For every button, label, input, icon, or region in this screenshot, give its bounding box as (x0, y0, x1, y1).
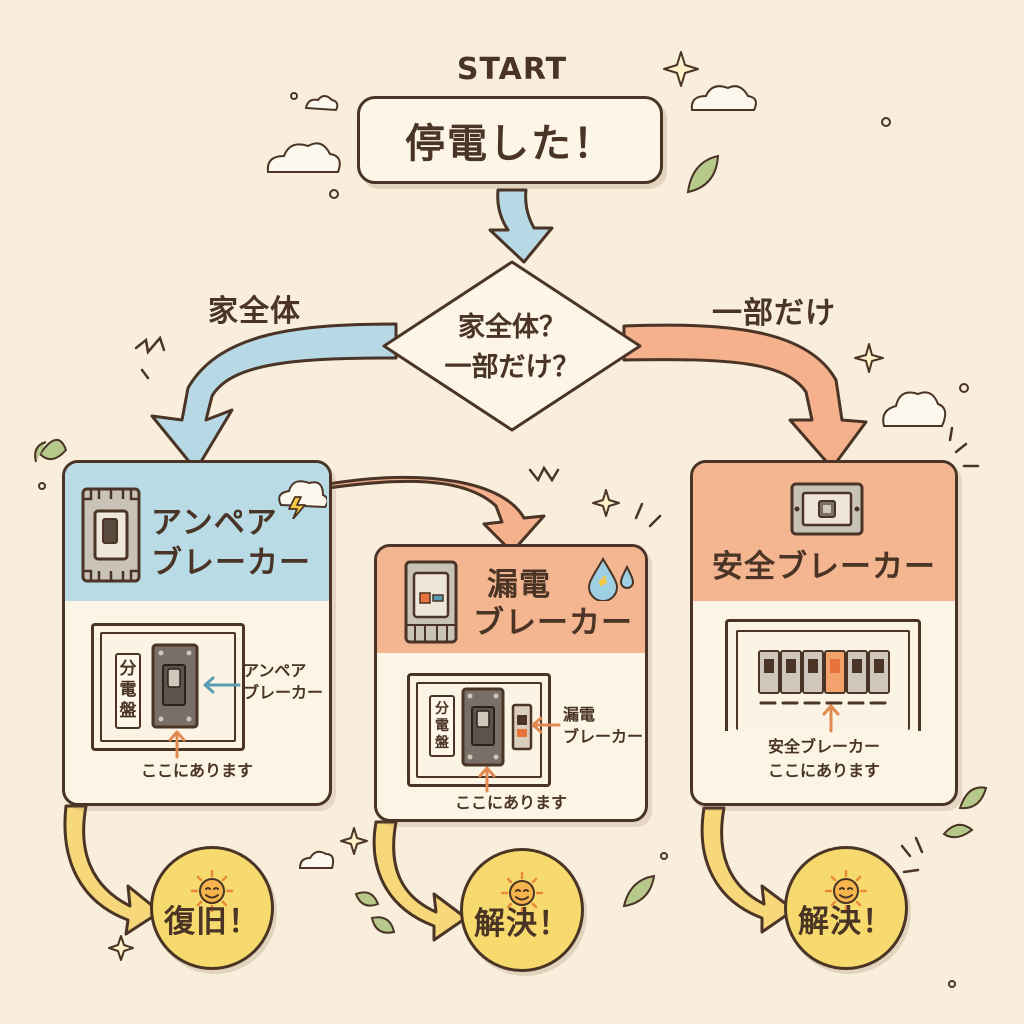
arrow-to-leakage (326, 475, 546, 554)
result-label: 復旧！ (164, 904, 260, 940)
arrow-to-result (63, 804, 796, 942)
safety-breaker-row (758, 650, 890, 705)
arrow-start-down (488, 188, 554, 264)
leakage-breaker-switch (511, 703, 533, 751)
result-label: 解決！ (798, 904, 894, 940)
sun-smile-icon (190, 869, 234, 913)
card-ampere-breaker: アンペア ブレーカー 分電盤 アンペア ブレーカー ここにあります (62, 460, 332, 806)
sun-smile-icon (824, 869, 868, 913)
distribution-board-label: 分電盤 (429, 695, 455, 757)
arrow-left-icon (531, 716, 561, 734)
lightning-cloud-icon (278, 480, 327, 519)
pointer-label-line-1: 漏電 (563, 705, 596, 724)
sun-smile-icon (500, 871, 544, 915)
safety-breaker-icon (790, 482, 864, 536)
pointer-label-line-2: ブレーカー (243, 683, 324, 702)
card-title-line-2: ブレーカー (151, 545, 311, 581)
arrow-left-branch (150, 322, 398, 472)
card-title-line-1: 漏電 (487, 567, 551, 603)
leakage-breaker-icon (404, 560, 458, 644)
dot-decoration (38, 92, 969, 988)
ampere-breaker-icon (81, 487, 141, 583)
arrow-right-branch (622, 323, 868, 470)
arrow-up-icon (822, 704, 840, 733)
decision-line-1: 家全体？ (458, 312, 566, 343)
card-title: 安全ブレーカー (712, 549, 936, 585)
pointer-label-line-2: ブレーカー (563, 727, 644, 746)
result-recovered: 復旧！ (150, 846, 274, 970)
arrow-left-icon (203, 676, 241, 694)
leaf-icon (34, 154, 988, 934)
result-label: 解決！ (474, 906, 570, 942)
result-solved-safety: 解決！ (784, 846, 908, 970)
card-title-line-1: アンペア (151, 505, 278, 541)
card-title-line-2: ブレーカー (473, 605, 633, 641)
arrow-up-icon (478, 766, 496, 793)
caption-line-2: ここにあります (767, 761, 880, 780)
arrow-up-icon (168, 730, 186, 759)
ampere-breaker-switch (151, 643, 199, 729)
start-box: 停電した！ (357, 96, 663, 184)
caption-line-1: 安全ブレーカー (767, 737, 880, 756)
start-label: START (456, 52, 568, 87)
pointer-label-line-1: アンペア (243, 661, 307, 680)
decision-text: 家全体？ 一部だけ？ (420, 308, 604, 388)
result-solved-leakage: 解決！ (460, 848, 584, 972)
branch-label-whole-house: 家全体 (208, 294, 301, 329)
water-drop-icon (587, 556, 635, 601)
card-leakage-breaker: 漏電 ブレーカー 分電盤 漏電 ブレーカー ここにあります (374, 544, 648, 822)
location-note: ここにあります (454, 793, 567, 812)
main-breaker-switch (461, 687, 505, 767)
decision-diamond (382, 260, 642, 432)
decision-line-2: 一部だけ？ (444, 352, 580, 383)
branch-label-partial: 一部だけ (712, 296, 836, 331)
card-safety-breaker: 安全ブレーカー 安全ブレーカー ここにあります (690, 460, 958, 806)
location-note: ここにあります (140, 761, 253, 780)
sparkle-icon (108, 51, 884, 961)
distribution-board-label: 分電盤 (115, 653, 141, 729)
cloud-icon (266, 85, 947, 869)
